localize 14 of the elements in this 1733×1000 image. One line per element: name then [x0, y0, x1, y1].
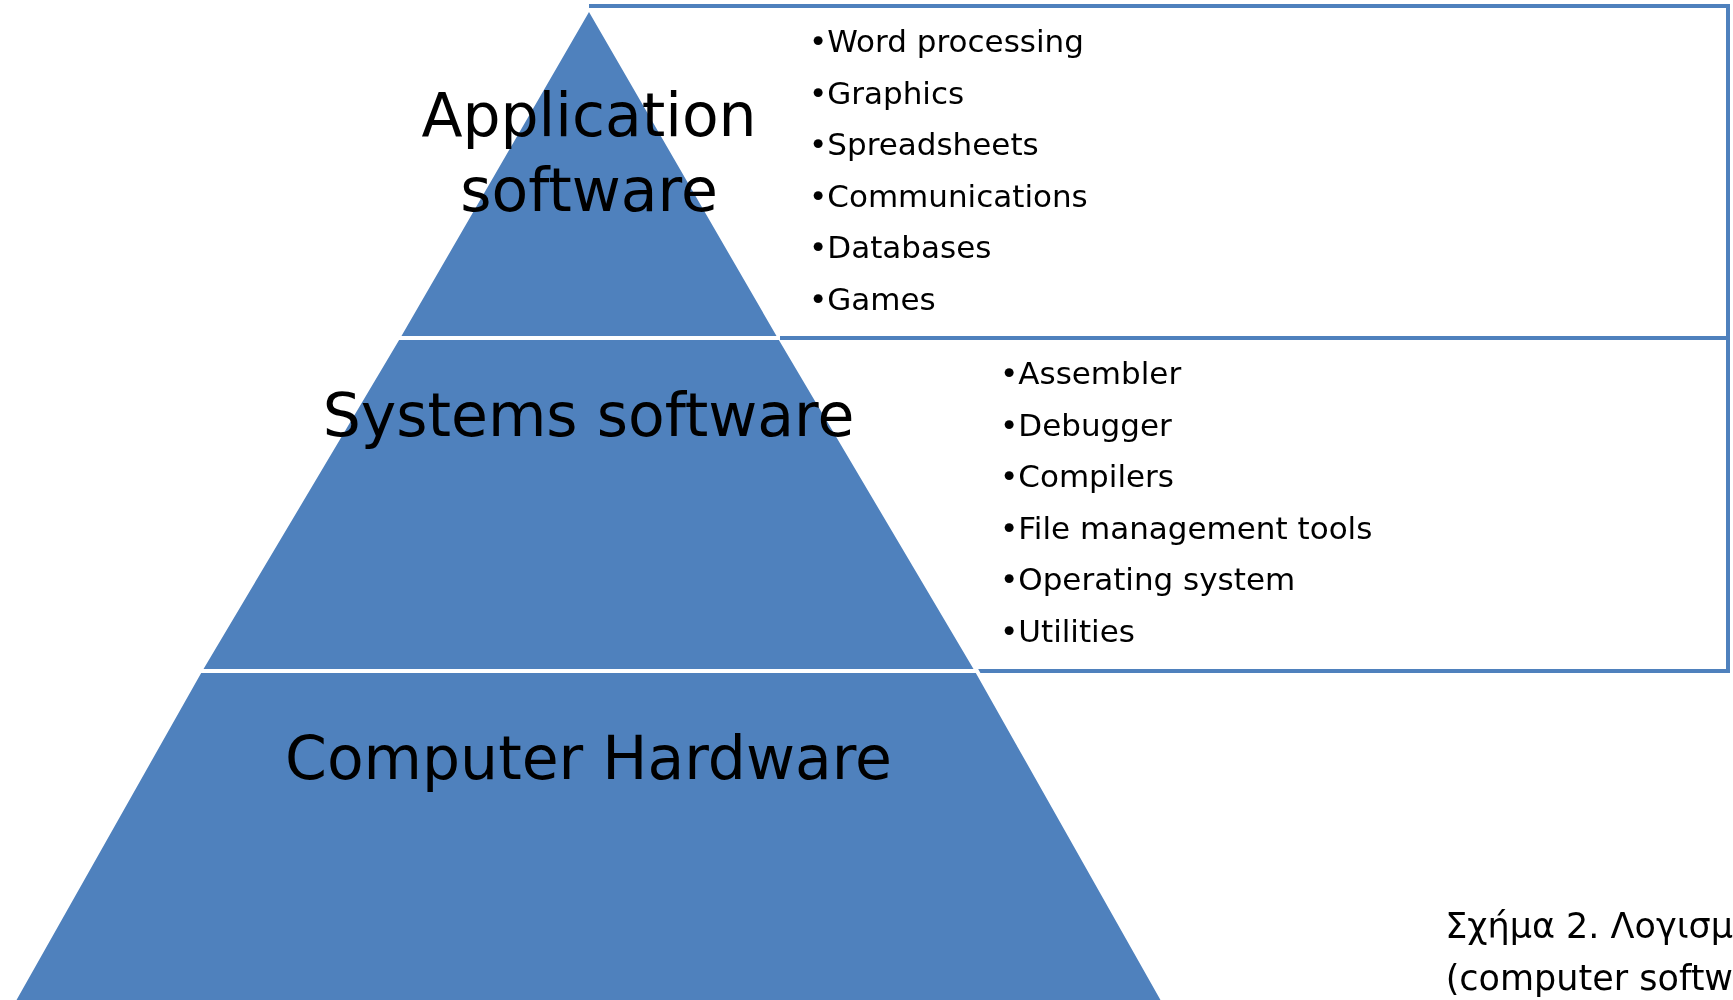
bullet-item: •Games	[809, 279, 937, 319]
bullet-item: •Debugger	[1000, 405, 1173, 445]
bullet-item: •Databases	[809, 228, 993, 267]
bullet-item: •Compilers	[1000, 457, 1175, 496]
figure-caption: Σχήμα 2. Λογισμ (computer softw	[1444, 905, 1733, 1000]
bullet-item: •Assembler	[1000, 354, 1183, 393]
bullet-item: •Communications	[809, 176, 1088, 216]
bullet-item: •Spreadsheets	[809, 125, 1040, 164]
bullet-item: •Graphics	[809, 73, 966, 113]
bullet-item: •Utilities	[1000, 611, 1136, 651]
layer-title: Computer Hardware	[284, 722, 893, 795]
bullet-item: •Operating system	[1000, 560, 1297, 599]
bullet-item: •File management tools	[1000, 508, 1373, 548]
bullet-item: •Word processing	[809, 22, 1085, 61]
